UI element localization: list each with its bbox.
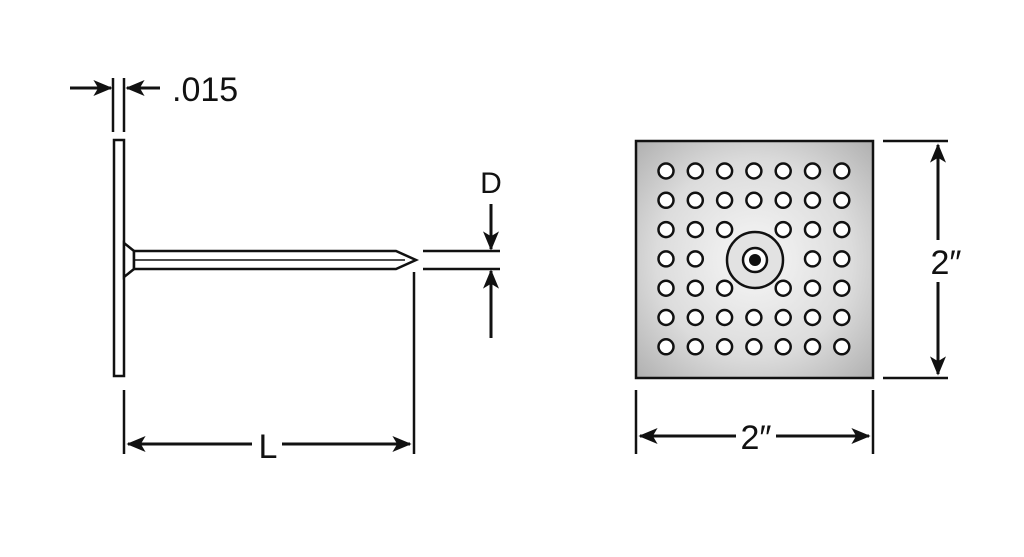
diameter-dimension: D [423,167,502,338]
perforation-hole [833,220,851,239]
perforation-hole [657,250,675,268]
length-label: L [259,428,278,466]
perforation-hole [774,308,792,327]
perforation-hole [833,279,851,297]
perforation-hole [715,308,734,327]
perforation-hole [657,220,675,239]
hole-grid [657,162,851,356]
perforation-hole [686,308,705,327]
perforation-hole [657,162,675,180]
perforation-hole [745,162,763,180]
perforation-hole [774,162,792,180]
pin-shank [122,240,420,280]
thickness-dimension: .015 [70,71,238,132]
perforation-hole [686,191,705,210]
height-dimension: 2″ [883,139,962,380]
perforation-hole [745,191,763,210]
perforation-hole [657,338,675,356]
height-label: 2″ [931,244,962,282]
diameter-label: D [480,167,502,200]
center-boss [725,230,785,290]
perforation-hole [715,279,734,297]
width-label: 2″ [741,419,772,457]
perforation-hole [657,279,675,297]
plate-view: 2″ 2″ [634,139,962,457]
perforation-hole [686,220,705,239]
perforation-hole [715,220,734,239]
perforation-hole [803,191,822,210]
perforation-hole [803,308,822,327]
perforation-hole [833,338,851,356]
pin-cone [122,240,136,280]
perforation-hole [686,250,705,268]
perforation-hole [833,191,851,210]
perforation-hole [657,191,675,210]
perforation-hole [803,220,822,239]
perforation-hole [657,308,675,327]
perforation-hole [803,279,822,297]
length-dimension: L [122,272,416,466]
perforation-hole [803,338,822,356]
thickness-label: .015 [172,71,238,109]
perforation-hole [774,338,792,356]
perforation-hole [745,308,763,327]
perforation-hole [803,250,822,268]
perforation-hole [715,162,734,180]
perforation-hole [715,338,734,356]
perforation-hole [686,279,705,297]
perforation-hole [803,162,822,180]
perforation-hole [833,308,851,327]
perforation-hole [686,162,705,180]
perforation-hole [774,220,792,239]
perforation-hole [745,338,763,356]
perforation-hole [774,279,792,297]
side-view: .015 D L [70,71,502,466]
plate-edge [112,138,126,378]
perforation-hole [833,250,851,268]
center-pin [749,254,761,266]
perforation-hole [833,162,851,180]
perforation-hole [686,338,705,356]
width-dimension: 2″ [634,390,875,457]
perforation-hole [715,191,734,210]
perforation-hole [774,191,792,210]
